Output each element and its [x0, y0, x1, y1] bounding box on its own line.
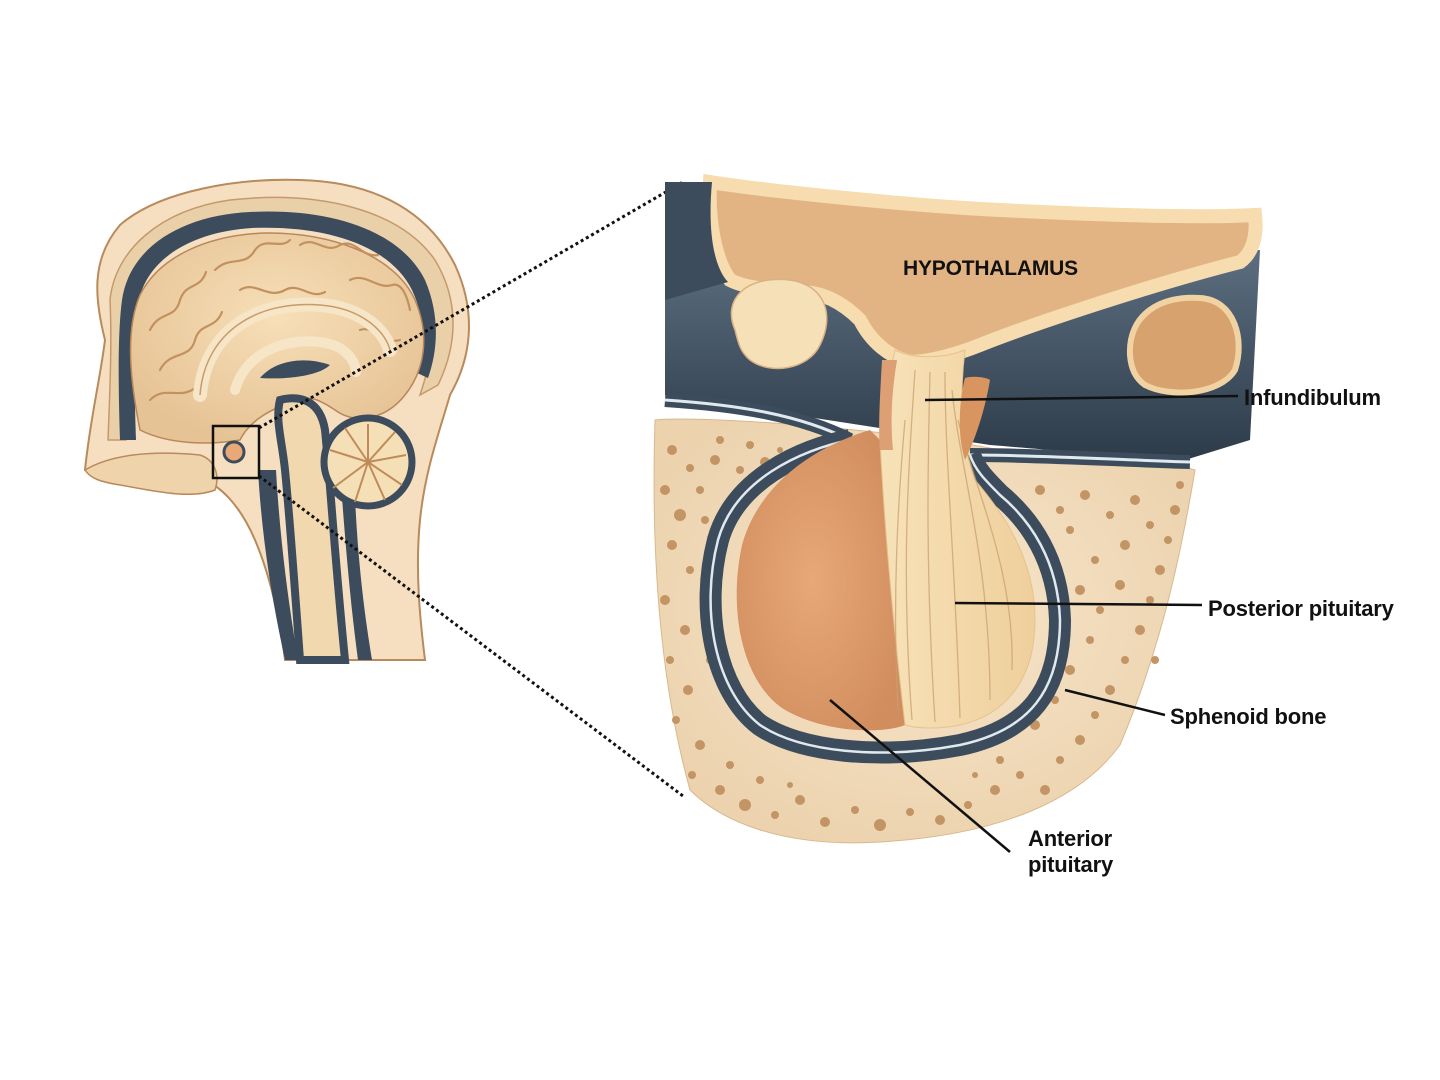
label-sphenoid-bone: Sphenoid bone [1170, 704, 1326, 730]
cerebellum [324, 418, 412, 506]
label-anterior-line1: Anterior [1028, 826, 1113, 852]
label-hypothalamus: HYPOTHALAMUS [903, 256, 1078, 282]
label-anterior-line2: pituitary [1028, 852, 1113, 878]
label-anterior-pituitary: Anterior pituitary [1028, 826, 1113, 878]
label-infundibulum: Infundibulum [1244, 385, 1381, 411]
label-posterior-pituitary: Posterior pituitary [1208, 596, 1394, 622]
head-section [85, 180, 469, 660]
